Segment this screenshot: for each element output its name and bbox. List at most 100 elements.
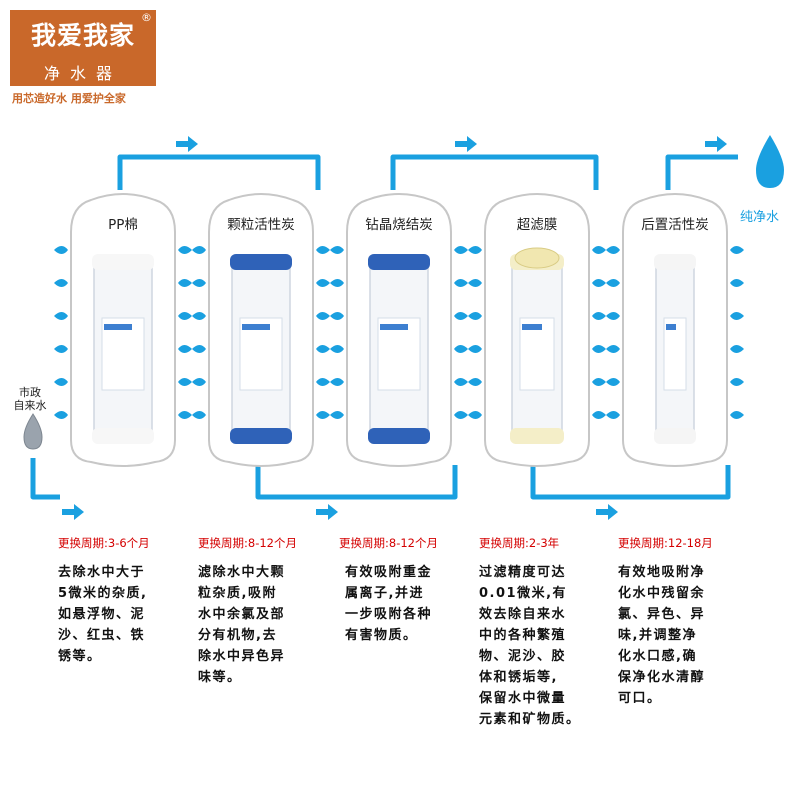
filter-station bbox=[54, 193, 192, 467]
cartridge-bottom-cap bbox=[92, 428, 154, 444]
stage-description: 滤除水中大颗 粒杂质,吸附 水中余氯及部 分有机物,去 除水中异色异 味等。 bbox=[198, 562, 285, 688]
brand-name: 我爱我家 bbox=[30, 21, 135, 50]
water-pipe bbox=[117, 154, 321, 190]
water-droplet-icon bbox=[330, 312, 344, 320]
water-droplet-icon bbox=[592, 312, 606, 320]
cartridge-bottom-cap bbox=[654, 428, 696, 444]
water-droplet-icon bbox=[330, 378, 344, 386]
description-line: 过滤精度可达 bbox=[479, 565, 567, 580]
description-line: 一步吸附各种 bbox=[345, 607, 433, 622]
description-line: 锈等。 bbox=[58, 649, 102, 664]
water-droplet-icon bbox=[178, 246, 192, 254]
water-droplet-icon bbox=[54, 378, 68, 386]
water-pipe bbox=[390, 154, 599, 190]
water-drops bbox=[23, 135, 784, 450]
description-line: 化水口感,确 bbox=[618, 649, 697, 664]
water-droplet-icon bbox=[54, 345, 68, 353]
water-droplet-icon bbox=[54, 246, 68, 254]
water-droplet-icon bbox=[592, 378, 606, 386]
description-line: 有效地吸附净 bbox=[618, 565, 706, 580]
stage-title: 后置活性炭 bbox=[641, 217, 709, 233]
water-droplet-icon bbox=[592, 411, 606, 419]
filter-station bbox=[330, 193, 468, 467]
water-droplet-icon bbox=[192, 411, 206, 419]
filter-station bbox=[606, 193, 744, 467]
description-line: 0.01微米,有 bbox=[479, 586, 568, 601]
source-label-line: 自来水 bbox=[13, 399, 47, 412]
water-droplet-icon bbox=[192, 378, 206, 386]
flow-arrow-icon bbox=[705, 136, 727, 152]
cartridge-label bbox=[663, 317, 687, 391]
water-droplet-icon bbox=[54, 312, 68, 320]
brand-slogan: 用芯造好水 用爱护全家 bbox=[12, 92, 126, 105]
output-label: 纯净水 bbox=[740, 210, 780, 225]
description-line: 属离子,并进 bbox=[345, 586, 424, 601]
description-line: 分有机物,去 bbox=[198, 628, 277, 643]
flow-arrow-icon bbox=[62, 504, 84, 520]
water-droplet-icon bbox=[454, 378, 468, 386]
water-droplet-icon bbox=[454, 312, 468, 320]
stage-title: 超滤膜 bbox=[516, 217, 558, 233]
water-droplet-icon bbox=[178, 345, 192, 353]
cartridge-top-cap bbox=[654, 254, 696, 270]
water-droplet-icon bbox=[454, 279, 468, 287]
water-droplet-icon bbox=[592, 246, 606, 254]
water-droplet-icon bbox=[316, 312, 330, 320]
water-droplet-icon bbox=[454, 246, 468, 254]
water-droplet-icon bbox=[192, 345, 206, 353]
cartridge-label-mark bbox=[666, 324, 676, 330]
water-droplet-icon bbox=[192, 312, 206, 320]
description-line: 如悬浮物、泥 bbox=[58, 607, 146, 622]
cartridge-bottom-cap bbox=[230, 428, 292, 444]
cartridge-bottom-cap bbox=[368, 428, 430, 444]
stage-description: 过滤精度可达 0.01微米,有 效去除自来水 中的各种繁殖 物、泥沙、胶 体和锈… bbox=[479, 562, 581, 730]
water-droplet-icon bbox=[468, 345, 482, 353]
water-droplet-icon bbox=[730, 312, 744, 320]
water-pipe bbox=[665, 154, 738, 190]
water-droplet-icon bbox=[592, 279, 606, 287]
cartridge-top-cap bbox=[230, 254, 292, 270]
description-line: 去除水中大于 bbox=[58, 565, 146, 580]
stage-title: PP棉 bbox=[108, 217, 138, 233]
source-label: 市政 自来水 bbox=[8, 386, 52, 412]
water-droplet-icon bbox=[468, 312, 482, 320]
registered-mark: ® bbox=[141, 11, 152, 24]
water-droplet-icon bbox=[606, 246, 620, 254]
water-pipes bbox=[30, 154, 738, 500]
water-droplet-icon bbox=[330, 279, 344, 287]
water-droplet-icon bbox=[192, 279, 206, 287]
cartridge-label-mark bbox=[104, 324, 132, 330]
cartridge-label-mark bbox=[242, 324, 270, 330]
water-droplet-icon bbox=[316, 246, 330, 254]
replacement-period: 更换周期:8-12个月 bbox=[339, 536, 438, 550]
brand-logo: ® 我爱我家 净水器 bbox=[10, 10, 156, 86]
water-pipe bbox=[255, 465, 458, 500]
water-droplet-icon bbox=[730, 378, 744, 386]
stage-description: 有效吸附重金 属离子,并进 一步吸附各种 有害物质。 bbox=[345, 562, 432, 646]
water-droplet-icon bbox=[454, 345, 468, 353]
filter-station bbox=[468, 193, 606, 467]
cartridge-label-mark bbox=[380, 324, 408, 330]
flow-arrow-icon bbox=[596, 504, 618, 520]
filter-station bbox=[192, 193, 330, 467]
water-droplet-icon bbox=[330, 345, 344, 353]
water-droplet-icon bbox=[468, 378, 482, 386]
source-label-line: 市政 bbox=[19, 386, 41, 399]
replacement-period: 更换周期:8-12个月 bbox=[198, 536, 297, 550]
pure-water-drop-icon bbox=[756, 135, 784, 188]
replacement-period: 更换周期:3-6个月 bbox=[58, 536, 150, 550]
tap-water-drop-icon bbox=[23, 413, 43, 450]
water-droplet-icon bbox=[606, 378, 620, 386]
water-droplet-icon bbox=[606, 279, 620, 287]
description-line: 效去除自来水 bbox=[479, 607, 567, 622]
water-droplet-icon bbox=[730, 411, 744, 419]
filter-stations bbox=[54, 193, 744, 467]
water-droplet-icon bbox=[468, 246, 482, 254]
water-droplet-icon bbox=[178, 279, 192, 287]
water-droplet-icon bbox=[606, 345, 620, 353]
description-line: 氯、异色、异 bbox=[618, 607, 706, 622]
description-line: 保留水中微量 bbox=[479, 691, 567, 706]
description-line: 有效吸附重金 bbox=[345, 565, 433, 580]
water-droplet-icon bbox=[606, 411, 620, 419]
